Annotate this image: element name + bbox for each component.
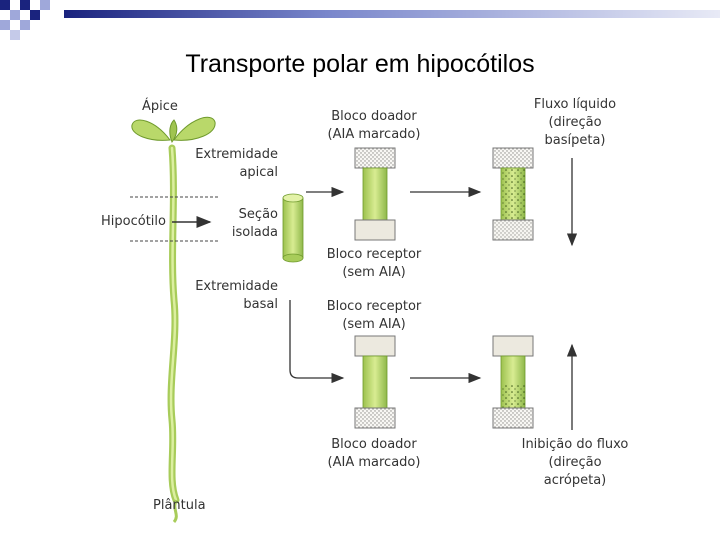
label-bloco-doador-top: Bloco doador (AIA marcado) xyxy=(327,109,421,142)
label-apice: Ápice xyxy=(142,99,178,114)
setup-top-result xyxy=(492,147,534,241)
setup-top-initial xyxy=(354,147,396,241)
label-bloco-receptor-bottom: Bloco receptor (sem AIA) xyxy=(326,299,422,332)
label-extremidade-basal: Extremidade basal xyxy=(195,279,278,312)
label-hipocotilo: Hipocótilo xyxy=(101,214,166,229)
label-plantula: Plântula xyxy=(153,498,206,513)
corner-checker-decoration xyxy=(0,0,50,40)
header-gradient-bar xyxy=(64,10,720,18)
label-fluxo-liquido: Fluxo líquido (direção basípeta) xyxy=(533,97,617,148)
label-bloco-receptor-top: Bloco receptor (sem AIA) xyxy=(326,247,422,280)
setup-bottom-result xyxy=(492,335,534,429)
isolated-section-cylinder xyxy=(282,193,304,263)
seedling-illustration xyxy=(131,117,216,523)
label-inibicao-fluxo: Inibição do fluxo (direção acrópeta) xyxy=(521,437,629,488)
label-bloco-doador-bottom: Bloco doador (AIA marcado) xyxy=(327,437,421,470)
label-extremidade-apical: Extremidade apical xyxy=(195,147,278,180)
setup-bottom-initial xyxy=(354,335,396,429)
label-secao-isolada: Seção isolada xyxy=(231,207,278,240)
page-title: Transporte polar em hipocótilos xyxy=(185,50,535,78)
